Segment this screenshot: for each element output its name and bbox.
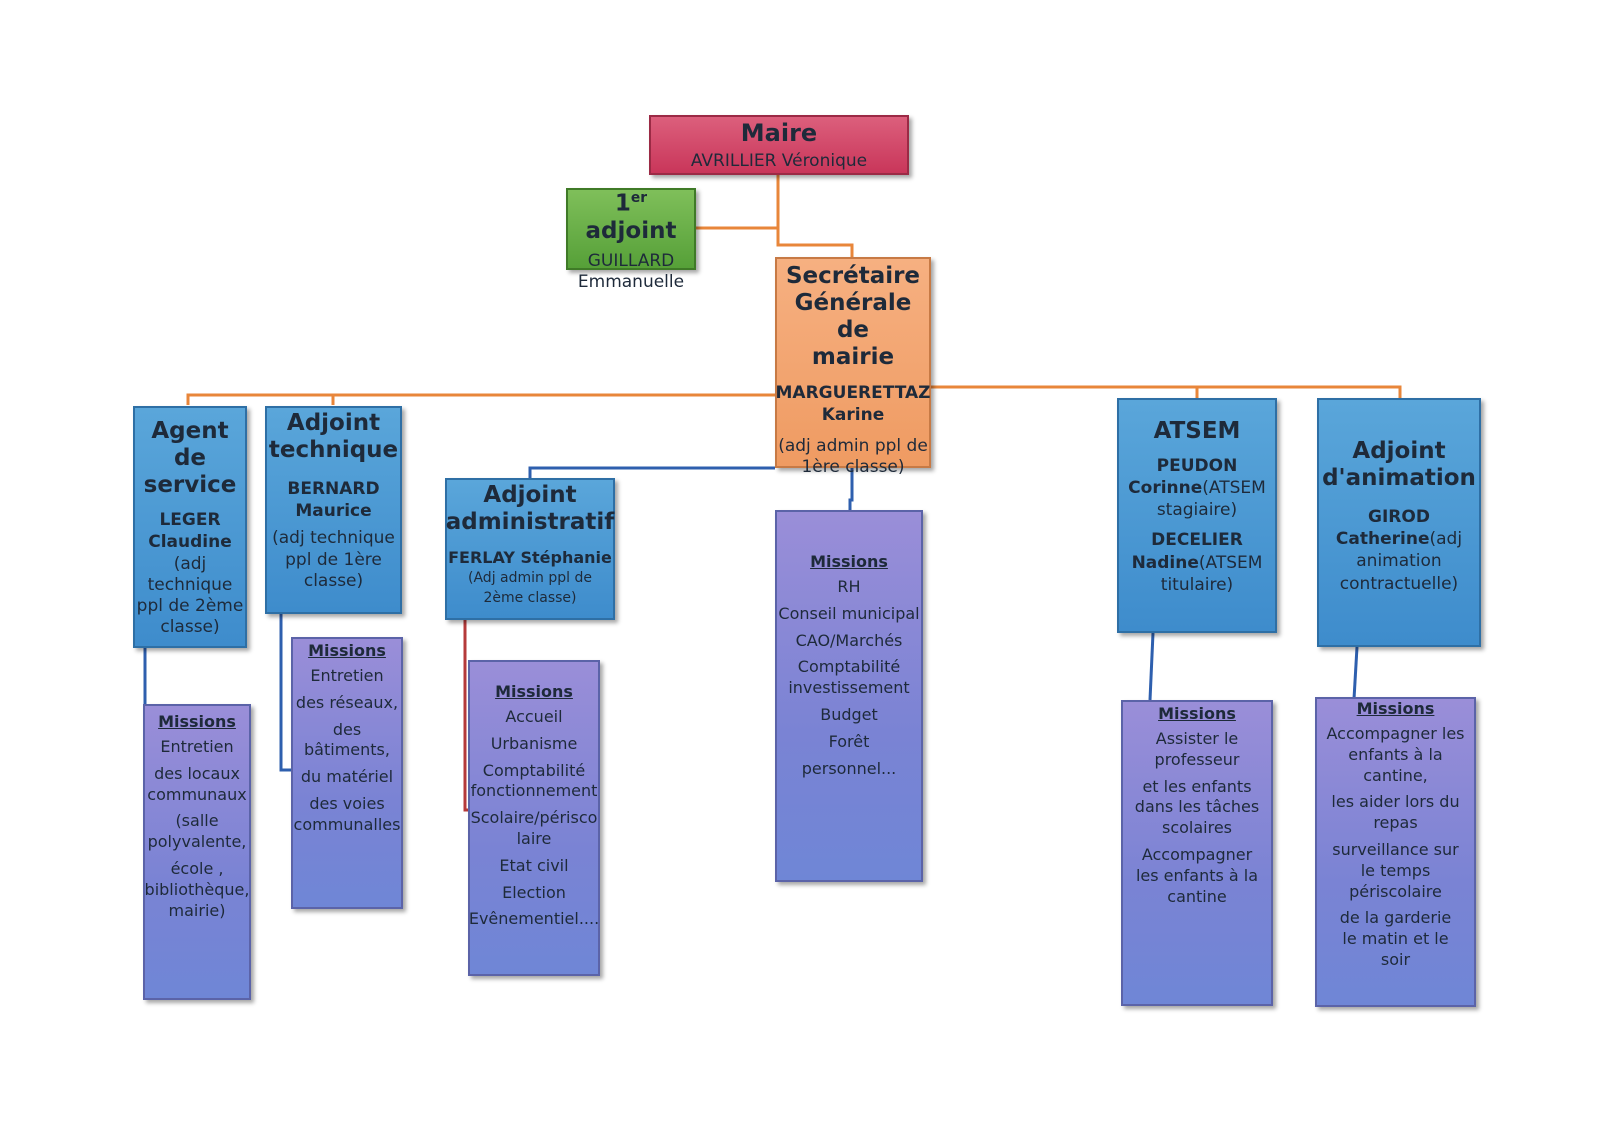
adjoint-administratif-grade: (Adj admin ppl de 2ème classe) <box>468 570 592 606</box>
mission-item: Assister le professeur <box>1154 729 1240 769</box>
mission-item: et les enfants dans les tâches scolaires <box>1134 776 1260 838</box>
connector-maire-secretaire <box>776 175 854 258</box>
adjoint-technique-title: Adjoint technique <box>268 410 399 464</box>
mission-item: des réseaux, <box>295 692 399 712</box>
mission-item: (salle polyvalente, <box>147 811 247 852</box>
secretaire-title: Secrétaire Générale de mairie <box>785 263 921 371</box>
first-adjoint-name: GUILLARD Emmanuelle <box>577 250 685 293</box>
first-adjoint-box: 1er adjoint GUILLARD Emmanuelle <box>566 188 696 292</box>
missions-agent-service-box: Missions Entretien des locaux communaux … <box>143 704 251 1000</box>
mission-item: Scolaire/périsco laire <box>470 808 598 848</box>
mission-item: Evênementiel.... <box>468 909 600 929</box>
connector-secretaire-right <box>931 385 1199 398</box>
missions-atsem-box: Missions Assister le professeur et les e… <box>1121 700 1273 1006</box>
connector-atsem-missions <box>1148 632 1155 701</box>
missions-title: Missions <box>308 641 386 660</box>
mission-item: Budget <box>820 704 878 724</box>
mission-item: école , bibliothèque, mairie) <box>144 858 250 920</box>
mission-item: Entretien <box>310 666 384 685</box>
atsem-box: ATSEM PEUDON Corinne(ATSEM stagiaire) DE… <box>1117 398 1277 633</box>
maire-box: Maire AVRILLIER Véronique <box>649 115 909 175</box>
secretaire-name: MARGUERETTAZ Karine <box>775 382 931 425</box>
adjoint-animation-name: GIROD Catherine(adj animation contractue… <box>1335 507 1463 594</box>
mission-item: personnel... <box>801 758 897 778</box>
missions-adjoint-animation-box: Missions Accompagner les enfants à la ca… <box>1315 697 1476 1007</box>
adjoint-technique-name: BERNARD Maurice <box>287 479 380 522</box>
missions-title: Missions <box>1158 704 1236 723</box>
mission-item: des voies communalles <box>293 793 401 834</box>
missions-secretaire-box: Missions RH Conseil municipal CAO/Marché… <box>775 510 923 882</box>
mission-item: Entretien <box>160 737 234 756</box>
mission-item: Accompagner les enfants à la cantine <box>1135 844 1259 906</box>
missions-title: Missions <box>810 552 888 571</box>
mission-item: Accueil <box>505 707 563 726</box>
missions-title: Missions <box>1356 699 1435 718</box>
secretaire-box: Secrétaire Générale de mairie MARGUERETT… <box>775 257 931 477</box>
adjoint-technique-grade: (adj technique ppl de 1ère classe) <box>272 528 395 591</box>
missions-adjoint-technique-box: Missions Entretien des réseaux, des bâti… <box>291 637 403 909</box>
mission-item: Conseil municipal <box>778 603 920 623</box>
mission-item: Forêt <box>828 731 870 751</box>
connector-animation-missions <box>1352 646 1359 700</box>
adjoint-administratif-name: FERLAY Stéphanie <box>448 548 612 568</box>
adjoint-administratif-box: Adjoint administratif FERLAY Stéphanie (… <box>445 478 615 620</box>
atsem-person-1: PEUDON Corinne(ATSEM stagiaire) <box>1128 456 1266 521</box>
maire-name: AVRILLIER Véronique <box>690 151 868 172</box>
missions-title: Missions <box>158 712 236 731</box>
mission-item: Comptabilité fonctionnement <box>470 760 598 801</box>
secretaire-grade: (adj admin ppl de 1ère classe) <box>778 435 928 477</box>
mission-item: RH <box>837 577 861 596</box>
agent-service-name: LEGER Claudine <box>148 510 232 553</box>
connector-secretaire-left <box>186 393 775 405</box>
agent-service-grade: (adj technique ppl de 2ème classe) <box>136 553 244 638</box>
connector-secretaire-administratif <box>528 466 775 478</box>
mission-item: Urbanisme <box>490 733 578 753</box>
agent-service-title: Agent de service <box>143 418 237 499</box>
connector-to-adjoint-animation <box>1197 385 1402 398</box>
connector-secretaire-missions <box>848 468 854 512</box>
adjoint-animation-title: Adjoint d'animation <box>1322 438 1476 492</box>
mission-item: du matériel <box>300 767 394 787</box>
mission-item: de la garderie le matin et le soir <box>1339 908 1452 969</box>
first-adjoint-title: 1er adjoint <box>585 190 677 244</box>
maire-title: Maire <box>740 119 818 147</box>
mission-item: des locaux communaux <box>147 763 247 804</box>
missions-adjoint-administratif-box: Missions Accueil Urbanisme Comptabilité … <box>468 660 600 976</box>
mission-item: des bâtiments, <box>304 719 390 760</box>
adjoint-technique-box: Adjoint technique BERNARD Maurice (adj t… <box>265 406 402 614</box>
mission-item: Accompagner les enfants à la cantine, <box>1326 724 1465 785</box>
atsem-person-2: DECELIER Nadine(ATSEM titulaire) <box>1131 530 1263 595</box>
mission-item: Comptabilité investissement <box>788 657 910 698</box>
mission-item: Election <box>502 882 566 902</box>
mission-item: CAO/Marchés <box>795 630 903 650</box>
atsem-title: ATSEM <box>1153 418 1241 444</box>
missions-title: Missions <box>495 682 573 701</box>
agent-service-box: Agent de service LEGER Claudine (adj tec… <box>133 406 247 648</box>
adjoint-animation-box: Adjoint d'animation GIROD Catherine(adj … <box>1317 398 1481 647</box>
mission-item: Etat civil <box>499 855 569 875</box>
adjoint-administratif-title: Adjoint administratif <box>445 482 615 536</box>
mission-item: surveillance sur le temps périscolaire <box>1332 839 1459 901</box>
mission-item: les aider lors du repas <box>1331 792 1460 833</box>
